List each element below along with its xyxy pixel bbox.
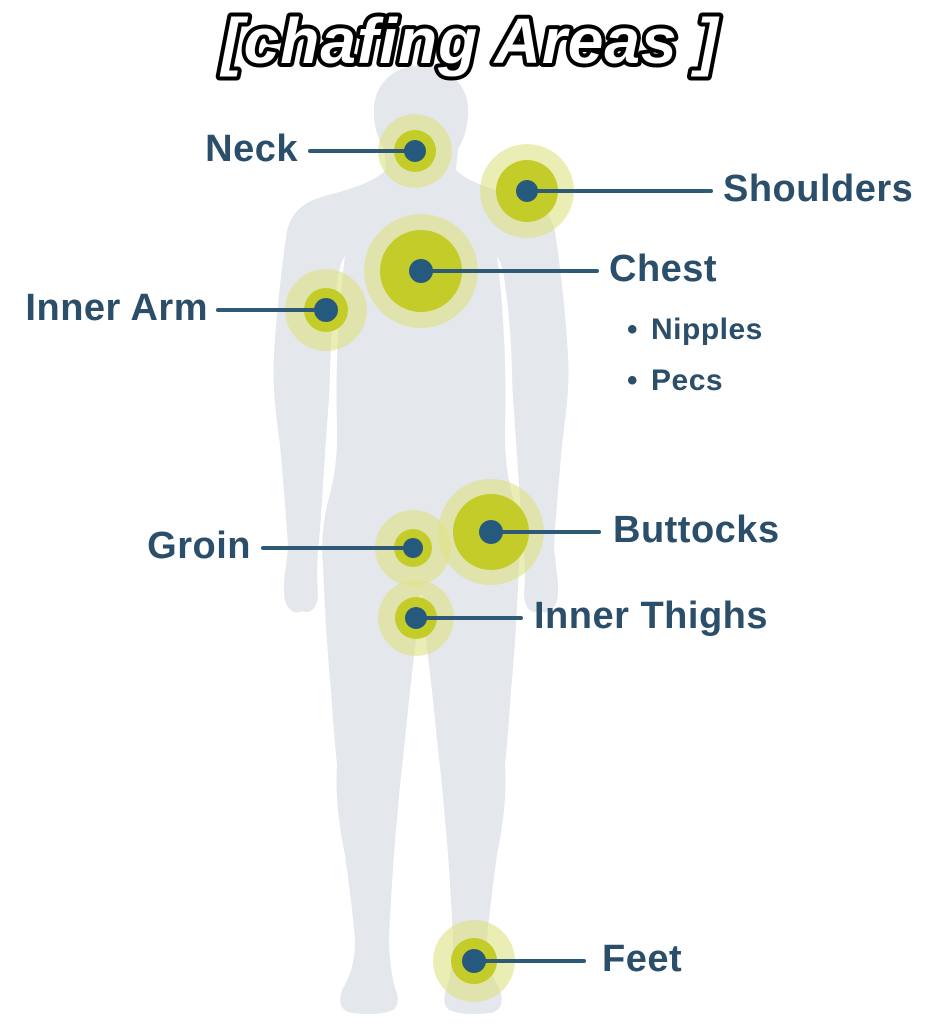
- buttocks-marker-dot: [479, 520, 503, 544]
- inner-arm-marker-dot: [314, 298, 338, 322]
- inner-arm-label: Inner Arm: [25, 287, 208, 330]
- groin-label: Groin: [147, 525, 251, 568]
- neck-label: Neck: [205, 128, 298, 171]
- inner-arm-connector-line: [216, 308, 326, 312]
- shoulders-connector-line: [527, 189, 713, 193]
- groin-connector-line: [261, 546, 413, 550]
- feet-label: Feet: [602, 938, 683, 981]
- inner-thighs-label: Inner Thighs: [534, 595, 768, 638]
- inner-thighs-connector-line: [416, 616, 523, 620]
- chest-bullet-item-pecs: • Pecs: [627, 364, 723, 398]
- shoulders-marker-dot: [516, 180, 538, 202]
- groin-marker-dot: [403, 538, 423, 558]
- chest-bullet-label: Pecs: [651, 364, 724, 397]
- buttocks-connector-line: [491, 530, 601, 534]
- feet-connector-line: [474, 959, 586, 963]
- chest-bullet-item-nipples: • Nipples: [627, 313, 763, 347]
- shoulders-label: Shoulders: [723, 168, 914, 211]
- chest-marker-dot: [409, 259, 433, 283]
- inner-thighs-marker-dot: [405, 607, 427, 629]
- chest-bullet-label: Nipples: [651, 313, 763, 346]
- chest-label: Chest: [609, 248, 718, 291]
- page-title: [chafing Areas ]: [219, 5, 720, 77]
- bullet-icon: •: [627, 364, 639, 397]
- neck-marker-dot: [404, 140, 426, 162]
- title-banner: [chafing Areas ]: [215, 1, 723, 81]
- buttocks-label: Buttocks: [613, 509, 780, 552]
- neck-connector-line: [308, 149, 415, 153]
- bullet-icon: •: [627, 313, 639, 346]
- chest-connector-line: [421, 269, 599, 273]
- feet-marker-dot: [462, 949, 486, 973]
